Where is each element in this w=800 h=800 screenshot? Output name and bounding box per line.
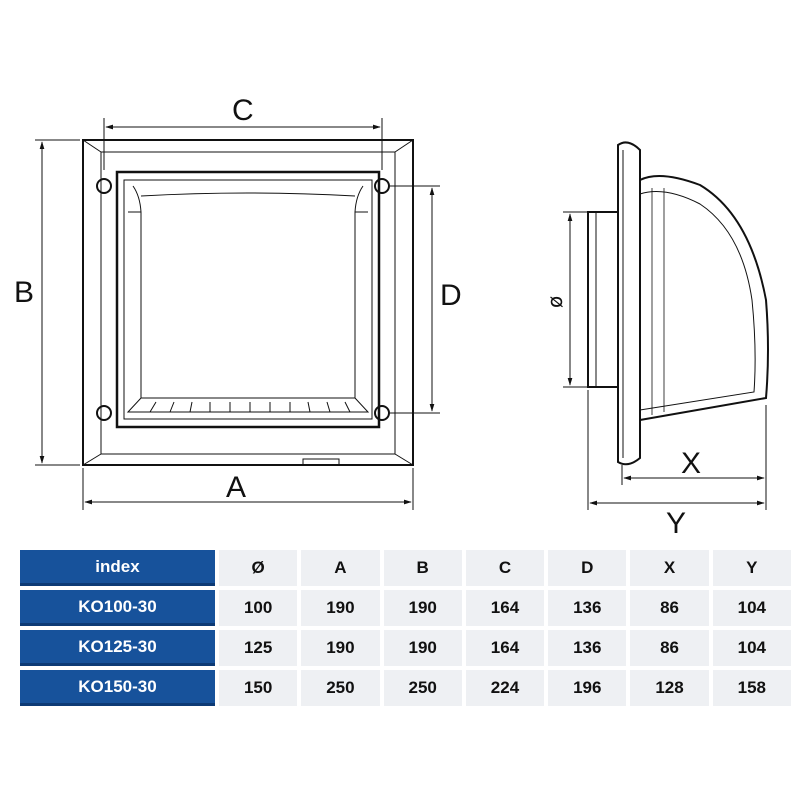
table-header-row: index Ø A B C D X Y xyxy=(20,550,791,586)
table-cell: 250 xyxy=(301,670,380,706)
row-index: KO125-30 xyxy=(20,630,215,666)
table-cell: 104 xyxy=(712,590,791,626)
side-view xyxy=(587,141,769,466)
screw-hole-tr xyxy=(374,178,390,194)
table-cell: 104 xyxy=(712,630,791,666)
table-cell: 100 xyxy=(218,590,298,626)
outer-frame xyxy=(82,139,414,466)
table-cell: 86 xyxy=(630,590,709,626)
label-c: C xyxy=(232,94,254,127)
column-header: X xyxy=(630,550,709,586)
table-row: KO100-30 100 190 190 164 136 86 104 xyxy=(20,590,791,626)
column-header: D xyxy=(548,550,627,586)
hood-outline xyxy=(132,185,364,398)
table-row: KO150-30 150 250 250 224 196 128 158 xyxy=(20,670,791,706)
front-view xyxy=(82,139,414,466)
table-cell: 164 xyxy=(465,630,545,666)
column-header: Ø xyxy=(218,550,298,586)
row-index: KO100-30 xyxy=(20,590,215,626)
column-header: C xyxy=(465,550,545,586)
table-cell: 224 xyxy=(465,670,545,706)
column-header: B xyxy=(383,550,462,586)
inner-opening xyxy=(115,170,381,429)
label-d: D xyxy=(440,279,462,312)
table-cell: 196 xyxy=(548,670,627,706)
side-flange xyxy=(617,141,641,466)
duct-spigot xyxy=(587,211,619,388)
table-cell: 136 xyxy=(548,630,627,666)
table-cell: 150 xyxy=(218,670,298,706)
column-header-index: index xyxy=(20,550,215,586)
louvre-slats xyxy=(126,397,370,413)
table-cell: 128 xyxy=(630,670,709,706)
table-cell: 190 xyxy=(301,590,380,626)
column-header: Y xyxy=(712,550,791,586)
label-x: X xyxy=(681,447,701,480)
frame-bevel xyxy=(100,151,396,455)
table-cell: 190 xyxy=(383,630,462,666)
table-cell: 164 xyxy=(465,590,545,626)
column-header: A xyxy=(301,550,380,586)
hood-profile xyxy=(639,175,769,421)
label-y: Y xyxy=(666,507,686,540)
side-dimensions xyxy=(563,211,767,510)
table-cell: 136 xyxy=(548,590,627,626)
screw-hole-br xyxy=(374,405,390,421)
table-cell: 190 xyxy=(383,590,462,626)
front-dimensions xyxy=(35,118,440,510)
table-cell: 158 xyxy=(712,670,791,706)
label-diameter: ø xyxy=(543,296,567,308)
table-cell: 86 xyxy=(630,630,709,666)
label-b: B xyxy=(14,276,34,309)
label-a: A xyxy=(226,471,246,504)
specification-table: index Ø A B C D X Y KO100-30 100 190 190… xyxy=(20,550,791,710)
screw-hole-tl xyxy=(96,178,112,194)
table-cell: 190 xyxy=(301,630,380,666)
screw-hole-bl xyxy=(96,405,112,421)
row-index: KO150-30 xyxy=(20,670,215,706)
table-cell: 125 xyxy=(218,630,298,666)
table-row: KO125-30 125 190 190 164 136 86 104 xyxy=(20,630,791,666)
table-cell: 250 xyxy=(383,670,462,706)
technical-drawing: C B D A ø X Y xyxy=(14,94,769,540)
